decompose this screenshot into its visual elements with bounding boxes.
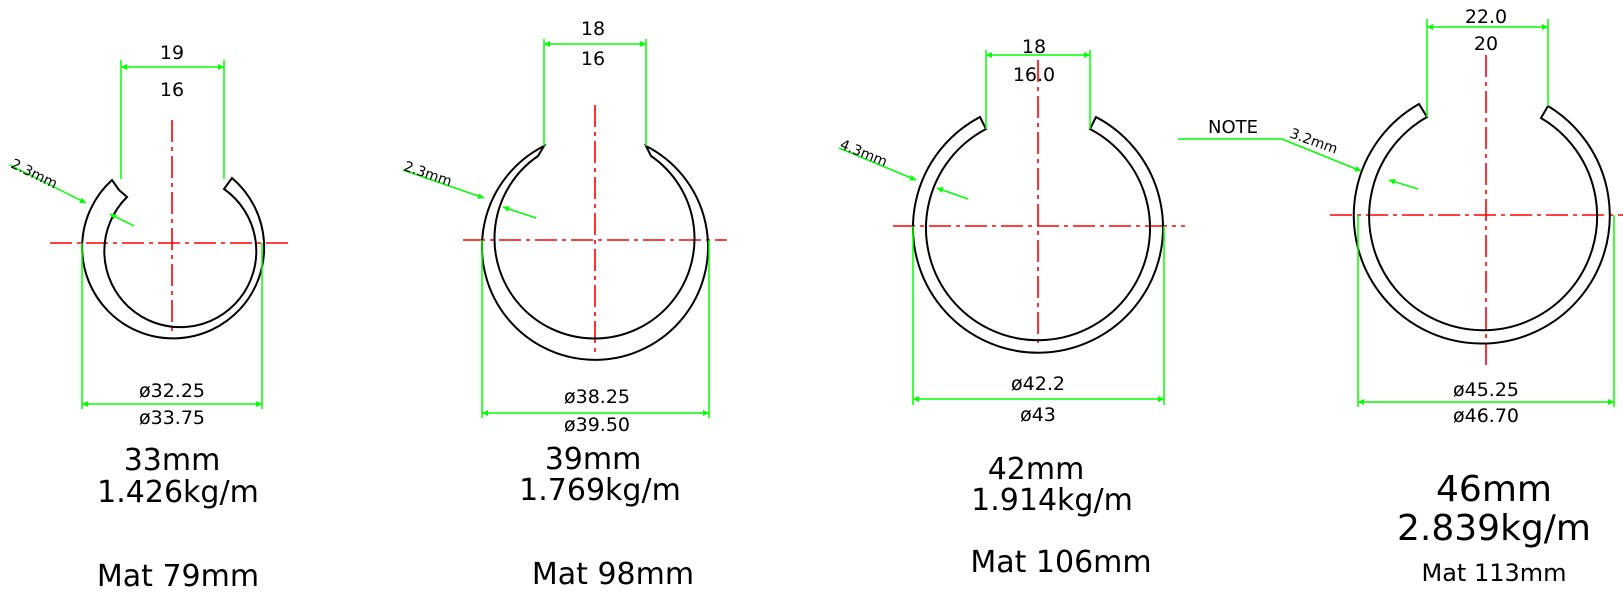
profile-4: NOTE 22.0 20 3.2mm ø45.25 ø46.70 46mm 2.… [1178,6,1623,587]
inner-diameter-label: ø42.2 [1011,373,1065,395]
dimension-lines [1178,19,1615,407]
dimension-lines [9,60,263,409]
profile-1: 19 16 2.3mm ø32.25 ø33.75 33mm 1.426kg/m… [8,42,293,592]
size-label: 46mm [1436,469,1552,510]
centerlines [463,105,727,356]
mat-label: Mat 79mm [97,559,259,592]
labels: 18 16 2.3mm ø38.25 ø39.50 39mm 1.769kg/m… [402,18,694,592]
weight-label: 2.839kg/m [1397,508,1591,549]
centerlines [1330,55,1623,366]
weight-label: 1.914kg/m [971,483,1133,518]
size-label: 33mm [124,443,221,478]
wall-thickness-label: 4.3mm [838,137,890,170]
mat-label: Mat 98mm [532,557,694,592]
wall-thickness-label: 3.2mm [1288,126,1340,158]
ring-profile [481,143,709,361]
labels: NOTE 22.0 20 3.2mm ø45.25 ø46.70 46mm 2.… [1208,6,1591,587]
inner-opening-label: 16 [581,48,605,70]
note-label: NOTE [1208,117,1258,138]
inner-diameter-label: ø45.25 [1453,379,1519,401]
outer-diameter-label: ø43 [1020,404,1056,426]
size-label: 42mm [988,452,1085,487]
dimension-lines [838,50,1165,405]
inner-diameter-label: ø38.25 [564,386,630,408]
outer-diameter-label: ø46.70 [1453,405,1519,427]
labels: 19 16 2.3mm ø32.25 ø33.75 33mm 1.426kg/m… [8,42,259,592]
weight-label: 1.426kg/m [97,475,259,510]
outer-opening-label: 18 [581,18,605,40]
inner-opening-label: 20 [1474,33,1498,55]
inner-opening-label: 16.0 [1013,64,1055,86]
centerlines [893,60,1185,347]
weight-label: 1.769kg/m [519,473,681,508]
labels: 18 16.0 4.3mm ø42.2 ø43 42mm 1.914kg/m M… [838,36,1152,580]
mat-label: Mat 113mm [1421,559,1566,587]
wall-thickness-label: 2.3mm [402,159,454,190]
inner-diameter-label: ø32.25 [139,380,205,402]
ring-profile [1352,102,1611,345]
inner-opening-label: 16 [160,79,184,101]
wall-thickness-label: 2.3mm [8,156,60,192]
outer-opening-label: 22.0 [1465,6,1507,28]
outer-opening-label: 19 [160,42,184,64]
profile-3: 18 16.0 4.3mm ø42.2 ø43 42mm 1.914kg/m M… [838,36,1185,580]
dimension-lines [402,39,710,418]
outer-diameter-label: ø39.50 [564,414,630,436]
profile-2: 18 16 2.3mm ø38.25 ø39.50 39mm 1.769kg/m… [402,18,727,592]
size-label: 39mm [545,442,642,477]
ring-profile [81,176,266,340]
mat-label: Mat 106mm [970,545,1151,580]
outer-opening-label: 18 [1022,36,1046,58]
outer-diameter-label: ø33.75 [139,407,205,429]
ring-profile [912,115,1164,354]
centerlines [50,120,293,335]
